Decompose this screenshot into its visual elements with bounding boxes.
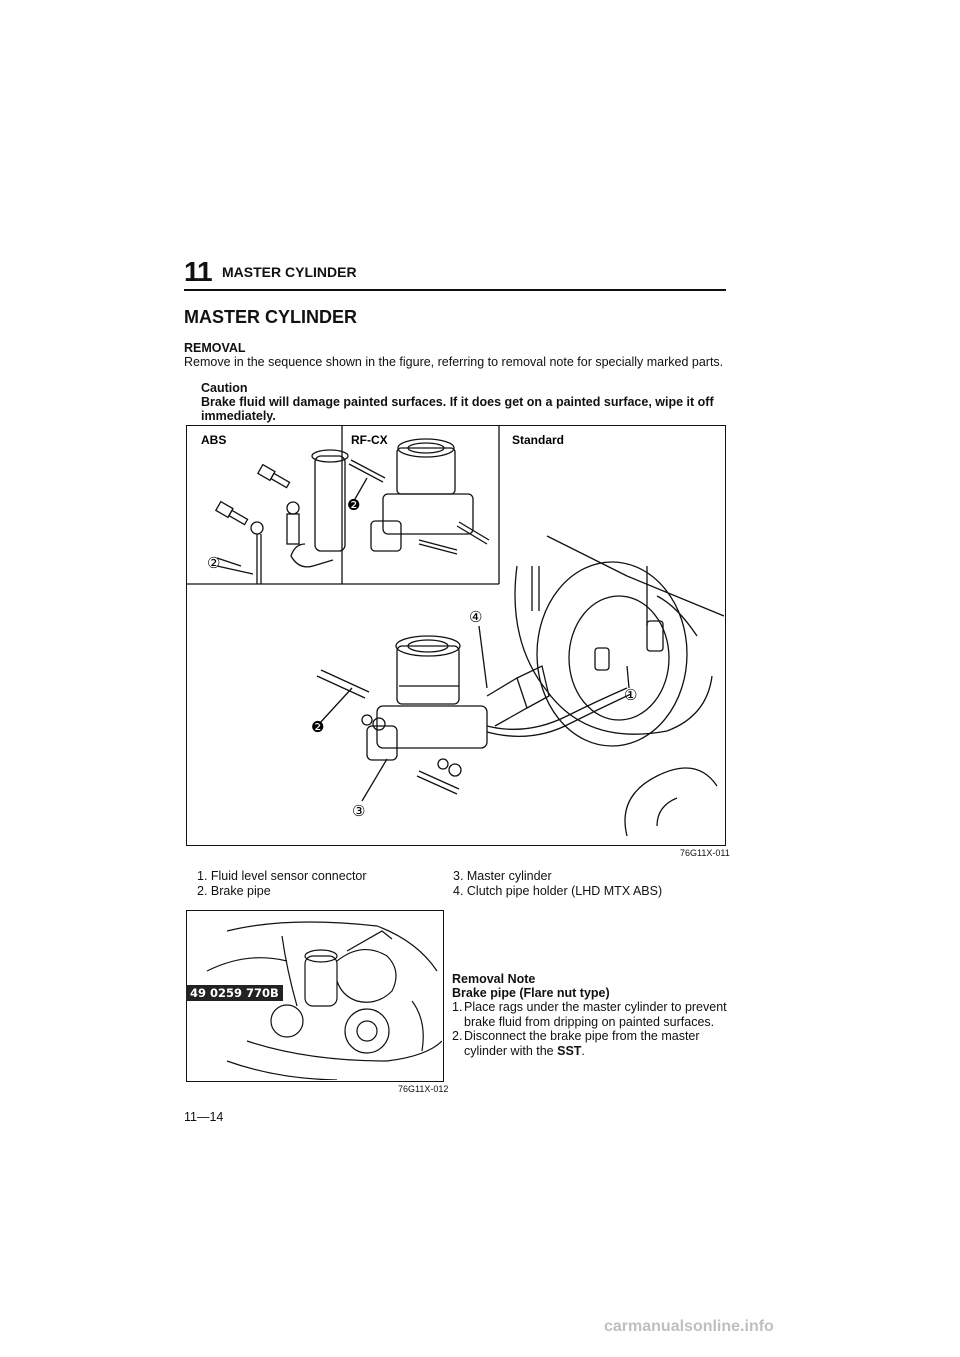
figure1-code: 76G11X-011 — [680, 848, 730, 858]
sst-illustration — [206, 921, 443, 1081]
header-rule — [184, 289, 726, 291]
callout-4: ④ — [469, 609, 482, 626]
legend-item-4: 4. Clutch pipe holder (LHD MTX ABS) — [453, 884, 663, 898]
master-cylinder-illustration: ABS RF-CX Standard ② ❷ ❷ ③ ④ ① — [187, 426, 725, 837]
abs-label: ABS — [201, 433, 226, 447]
watermark: carmanualsonline.info — [604, 1318, 774, 1335]
removal-heading: REMOVAL — [184, 341, 246, 355]
step-1-number: 1. — [452, 1000, 463, 1014]
callout-2-abs: ② — [207, 555, 220, 572]
removal-note-subheading: Brake pipe (Flare nut type) — [452, 986, 610, 1000]
legend-right: 3. Master cylinder 4. Clutch pipe holder… — [453, 869, 662, 899]
callout-1: ① — [624, 687, 637, 704]
legend-item-2: 2. Brake pipe — [197, 884, 271, 898]
legend-left: 1. Fluid level sensor connector 2. Brake… — [197, 869, 367, 899]
step-2: 2. Disconnect the brake pipe from the ma… — [452, 1029, 728, 1058]
sst-term: SST — [557, 1043, 582, 1058]
removal-steps: 1. Place rags under the master cylinder … — [452, 1000, 728, 1058]
step-2-text: Disconnect the brake pipe from the maste… — [464, 1029, 700, 1058]
caution-text: Brake fluid will damage painted surfaces… — [201, 395, 714, 423]
legend-item-1: 1. Fluid level sensor connector — [197, 869, 367, 883]
master-cylinder-figure: ABS RF-CX Standard ② ❷ ❷ ③ ④ ① — [186, 425, 726, 846]
figure2-code: 76G11X-012 — [398, 1084, 449, 1094]
step-2-number: 2. — [452, 1029, 463, 1043]
chapter-title: MASTER CYLINDER — [222, 264, 357, 280]
callout-special-standard: ❷ — [311, 719, 324, 736]
rfcx-label: RF-CX — [351, 433, 388, 447]
step-1: 1. Place rags under the master cylinder … — [452, 1000, 728, 1029]
callout-3: ③ — [352, 803, 365, 820]
standard-label: Standard — [512, 433, 564, 447]
callout-special-rfcx: ❷ — [347, 497, 360, 514]
page-title: MASTER CYLINDER — [184, 307, 358, 327]
removal-note-heading: Removal Note — [452, 972, 536, 986]
chapter-number: 11 — [184, 256, 213, 287]
sst-number-label: 49 0259 770B — [186, 985, 283, 1001]
sst-figure — [186, 910, 444, 1082]
step-1-text: Place rags under the master cylinder to … — [464, 1000, 727, 1029]
removal-text: Remove in the sequence shown in the figu… — [184, 355, 724, 369]
caution-heading: Caution — [201, 381, 248, 395]
legend-item-3: 3. Master cylinder — [453, 869, 552, 883]
page-number: 11—14 — [184, 1110, 224, 1124]
step-2-end: . — [581, 1043, 585, 1058]
